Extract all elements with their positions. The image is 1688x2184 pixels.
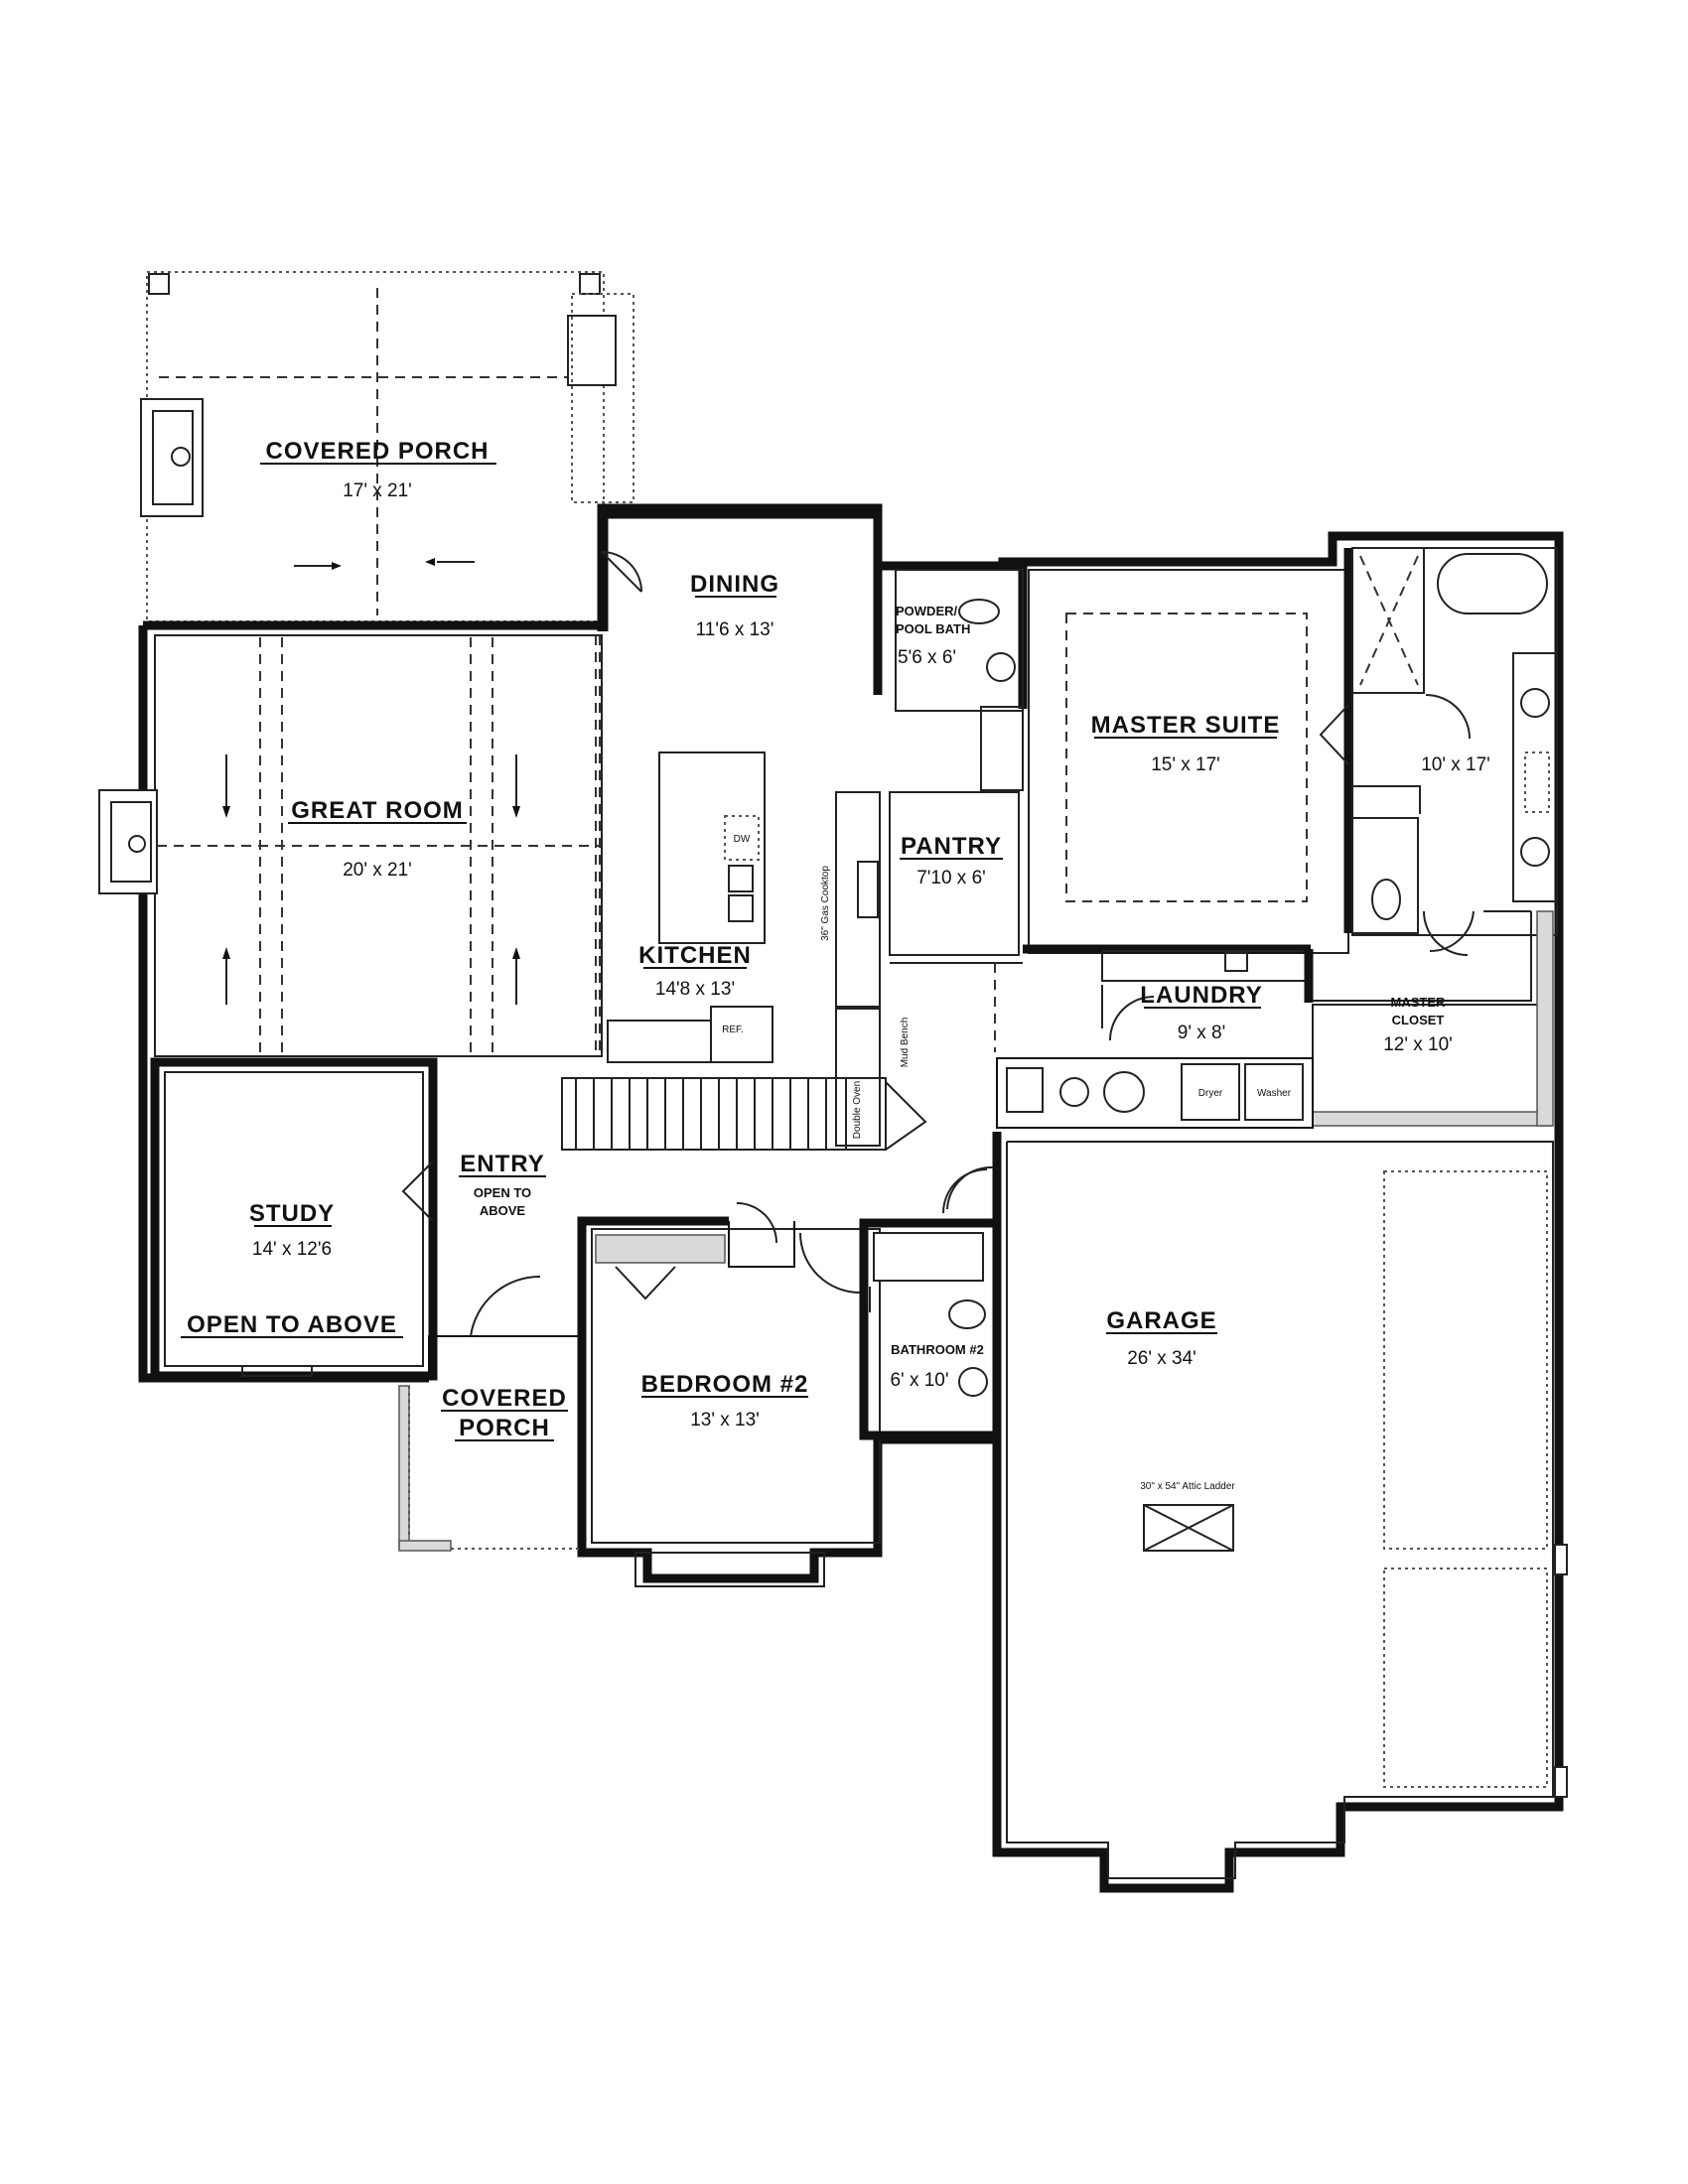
great-room-size: 20' x 21': [343, 860, 412, 881]
room-labels: COVERED PORCH 17' x 21' DINING 11'6 x 13…: [187, 438, 1490, 1492]
sink-icon: [1520, 688, 1550, 718]
laundry-sink-icon: [1224, 952, 1248, 972]
study: [150, 1057, 541, 1381]
dishwasher-label: DW: [734, 834, 751, 845]
bedroom-2: [591, 1202, 881, 1544]
kitchen-label: KITCHEN: [638, 942, 752, 969]
bedroom-2-size: 13' x 13': [690, 1410, 760, 1431]
garage-label: GARAGE: [1106, 1307, 1216, 1334]
toilet-icon: [948, 1299, 986, 1329]
entry-note-line2: ABOVE: [480, 1203, 526, 1218]
attic-ladder-note: 30" x 54" Attic Ladder: [1140, 1481, 1235, 1492]
pantry-size: 7'10 x 6': [916, 868, 986, 888]
study-size: 14' x 12'6: [252, 1239, 332, 1260]
great-room-label: GREAT ROOM: [291, 797, 464, 824]
bathroom-2-label: BATHROOM #2: [891, 1342, 984, 1357]
study-label: STUDY: [249, 1200, 335, 1227]
label-underlines: [181, 463, 1277, 1441]
entry-note-line1: OPEN TO: [474, 1185, 531, 1200]
toilet-icon: [958, 599, 1000, 624]
sink-icon: [958, 1367, 988, 1397]
washer-icon: [1244, 1063, 1304, 1121]
washer-label: Washer: [1257, 1088, 1292, 1099]
powder-size: 5'6 x 6': [898, 647, 956, 668]
master-closet-size: 12' x 10': [1383, 1034, 1453, 1055]
fireplace-icon: [98, 789, 158, 894]
covered-porch-rear-label: COVERED PORCH: [265, 438, 489, 465]
bedroom-2-label: BEDROOM #2: [641, 1371, 809, 1398]
master-suite-size: 15' x 17': [1151, 754, 1220, 775]
cooktop-icon: [857, 861, 879, 918]
sink-icon: [986, 652, 1016, 682]
kitchen-size: 14'8 x 13': [655, 979, 735, 1000]
study-note: OPEN TO ABOVE: [187, 1311, 397, 1338]
pantry-label: PANTRY: [901, 833, 1002, 860]
covered-porch-rear-size: 17' x 21': [343, 480, 412, 501]
master-bath-size: 10' x 17': [1421, 754, 1490, 775]
bathroom-2-size: 6' x 10': [890, 1370, 948, 1391]
fixture-labels: DW REF. Mud Bench Double Oven 36" Gas Co…: [722, 834, 1292, 1139]
covered-porch-front-label-line1: COVERED: [442, 1385, 567, 1412]
toilet-icon: [1371, 879, 1401, 920]
bathtub-icon: [873, 1232, 984, 1282]
stairs: [561, 1077, 927, 1151]
master-suite-label: MASTER SUITE: [1091, 712, 1281, 739]
refrigerator-label: REF.: [722, 1024, 744, 1035]
refrigerator: [710, 1006, 774, 1063]
grill-icon: [567, 315, 617, 386]
mudroom-cabinets: [942, 963, 1314, 1214]
master-closet-label-line1: MASTER: [1391, 995, 1447, 1010]
kitchen-dining: [595, 509, 883, 1147]
sink-icon: [1520, 837, 1550, 867]
laundry-label: LAUNDRY: [1140, 982, 1262, 1009]
powder-pantry: [889, 561, 1028, 964]
master-bath: [1351, 547, 1558, 956]
mud-bench-label: Mud Bench: [900, 1018, 911, 1068]
attic-ladder: [1143, 1504, 1234, 1552]
dining-label: DINING: [690, 571, 779, 598]
master-suite: [1028, 548, 1353, 954]
garage-size: 26' x 34': [1127, 1348, 1196, 1369]
laundry-closet: [1023, 910, 1554, 1127]
entry-label: ENTRY: [460, 1151, 544, 1177]
bathroom-2: [859, 1218, 1002, 1440]
dryer-icon: [1181, 1063, 1240, 1121]
laundry-size: 9' x 8': [1178, 1023, 1225, 1043]
great-room: [98, 634, 603, 1057]
powder-label-line1: POWDER/: [896, 604, 958, 618]
bathtub-icon: [1437, 553, 1548, 614]
kitchen-island: [658, 751, 766, 944]
powder-label-line2: POOL BATH: [896, 621, 970, 636]
master-closet-label-line2: CLOSET: [1392, 1013, 1445, 1027]
dining-size: 11'6 x 13': [696, 619, 774, 640]
dryer-label: Dryer: [1198, 1088, 1223, 1099]
covered-porch-front-label-line2: PORCH: [459, 1415, 550, 1441]
double-oven-label: Double Oven: [852, 1081, 863, 1139]
garage: [946, 1141, 1568, 1879]
rear-covered-porch: [140, 271, 634, 622]
cooktop-note: 36" Gas Cooktop: [820, 866, 831, 941]
